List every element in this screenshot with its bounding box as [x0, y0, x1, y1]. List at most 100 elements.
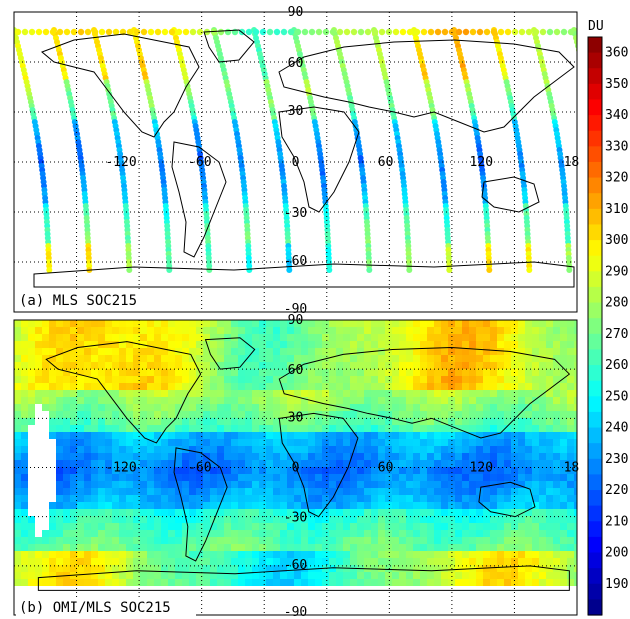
field-cell — [532, 418, 539, 425]
field-cell — [140, 453, 147, 460]
field-cell — [84, 355, 91, 362]
field-cell — [357, 558, 364, 565]
field-cell — [91, 551, 98, 558]
field-cell — [378, 348, 385, 355]
field-cell — [168, 334, 175, 341]
field-cell — [469, 348, 476, 355]
field-cell — [567, 341, 574, 348]
field-cell — [84, 558, 91, 565]
field-cell — [462, 523, 469, 530]
field-cell — [224, 369, 231, 376]
field-cell — [329, 362, 336, 369]
field-cell — [238, 348, 245, 355]
field-cell — [119, 355, 126, 362]
field-cell — [518, 509, 525, 516]
field-cell — [70, 383, 77, 390]
field-cell — [63, 530, 70, 537]
field-cell — [105, 341, 112, 348]
track-point — [343, 28, 351, 36]
track-point — [5, 243, 11, 249]
field-cell — [14, 579, 21, 586]
field-cell — [567, 488, 574, 495]
track-point — [539, 28, 547, 36]
field-cell — [385, 432, 392, 439]
field-cell — [147, 530, 154, 537]
field-cell — [413, 530, 420, 537]
track-point — [455, 28, 463, 36]
field-cell — [154, 411, 161, 418]
field-cell — [98, 460, 105, 467]
field-cell — [252, 390, 259, 397]
field-cell — [539, 544, 546, 551]
field-cell — [77, 495, 84, 502]
field-cell — [364, 474, 371, 481]
field-cell — [560, 404, 567, 411]
field-cell — [336, 565, 343, 572]
field-cell — [364, 390, 371, 397]
field-cell — [112, 467, 119, 474]
field-cell — [49, 404, 56, 411]
field-cell — [21, 327, 28, 334]
field-cell — [343, 558, 350, 565]
field-cell — [273, 397, 280, 404]
field-cell — [364, 362, 371, 369]
field-cell — [63, 320, 70, 327]
field-cell — [63, 355, 70, 362]
field-cell — [189, 341, 196, 348]
track-point — [582, 71, 588, 77]
field-cell — [490, 404, 497, 411]
field-cell — [112, 474, 119, 481]
field-cell — [539, 453, 546, 460]
field-cell — [469, 418, 476, 425]
field-cell — [378, 558, 385, 565]
field-cell — [280, 432, 287, 439]
field-cell — [364, 523, 371, 530]
field-cell — [126, 488, 133, 495]
field-cell — [441, 530, 448, 537]
field-cell — [399, 516, 406, 523]
field-cell — [511, 446, 518, 453]
field-cell — [525, 376, 532, 383]
field-cell — [140, 537, 147, 544]
field-cell — [14, 425, 21, 432]
field-cell — [413, 495, 420, 502]
field-cell — [385, 369, 392, 376]
field-cell — [462, 579, 469, 586]
field-cell — [161, 509, 168, 516]
field-cell — [21, 446, 28, 453]
field-cell — [42, 565, 49, 572]
colorbar-segment — [588, 83, 602, 101]
field-cell — [434, 362, 441, 369]
field-cell — [203, 397, 210, 404]
field-cell — [112, 572, 119, 579]
field-cell — [469, 544, 476, 551]
field-cell — [175, 502, 182, 509]
field-cell — [434, 558, 441, 565]
field-cell — [56, 495, 63, 502]
field-cell — [196, 327, 203, 334]
field-cell — [413, 397, 420, 404]
field-cell — [252, 348, 259, 355]
field-cell — [462, 551, 469, 558]
field-cell — [287, 334, 294, 341]
field-cell — [49, 327, 56, 334]
field-cell — [308, 488, 315, 495]
field-cell — [434, 460, 441, 467]
field-cell — [518, 376, 525, 383]
field-cell — [133, 376, 140, 383]
field-cell — [525, 362, 532, 369]
field-cell — [168, 327, 175, 334]
field-cell — [140, 362, 147, 369]
field-cell — [287, 551, 294, 558]
field-cell — [574, 565, 577, 572]
field-cell — [280, 502, 287, 509]
field-cell — [364, 327, 371, 334]
field-cell — [217, 425, 224, 432]
field-cell — [70, 481, 77, 488]
field-cell — [105, 348, 112, 355]
field-cell — [154, 348, 161, 355]
field-cell — [385, 327, 392, 334]
field-cell — [532, 411, 539, 418]
track-point — [245, 28, 253, 36]
